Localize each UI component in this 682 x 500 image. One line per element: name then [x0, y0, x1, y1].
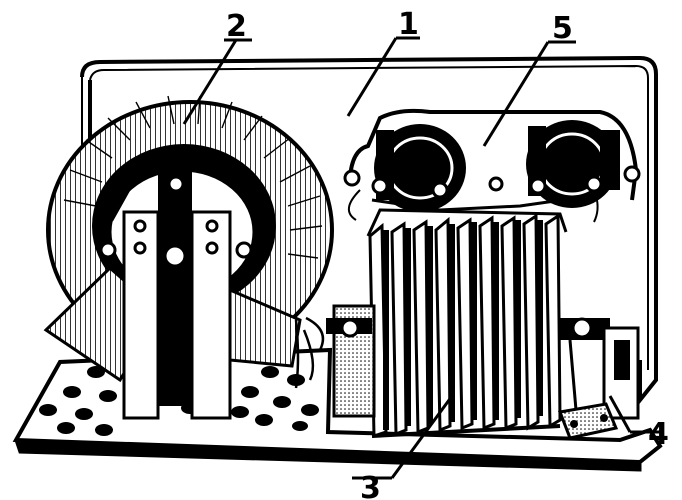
callout-4: 4: [648, 417, 669, 452]
leader-5-pointer: [482, 41, 550, 147]
callout-2: 2: [226, 9, 247, 44]
leader-3-pointer: [390, 395, 454, 479]
wiring: [294, 316, 325, 389]
terminal-block: [557, 326, 640, 440]
capacitor-pair: [343, 108, 641, 223]
callout-5: 5: [552, 11, 573, 46]
leader-lines: [182, 36, 662, 480]
callout-3: 3: [360, 471, 381, 500]
callout-labels: 1 2 3 4 5: [226, 7, 669, 500]
callout-1: 1: [398, 7, 419, 42]
leader-2-pointer: [182, 39, 238, 125]
toroidal-coil: [43, 95, 334, 420]
rectifier-heatsink: [326, 208, 610, 439]
leader-4-pointer: [608, 395, 632, 433]
leader-1-pointer: [346, 37, 398, 117]
